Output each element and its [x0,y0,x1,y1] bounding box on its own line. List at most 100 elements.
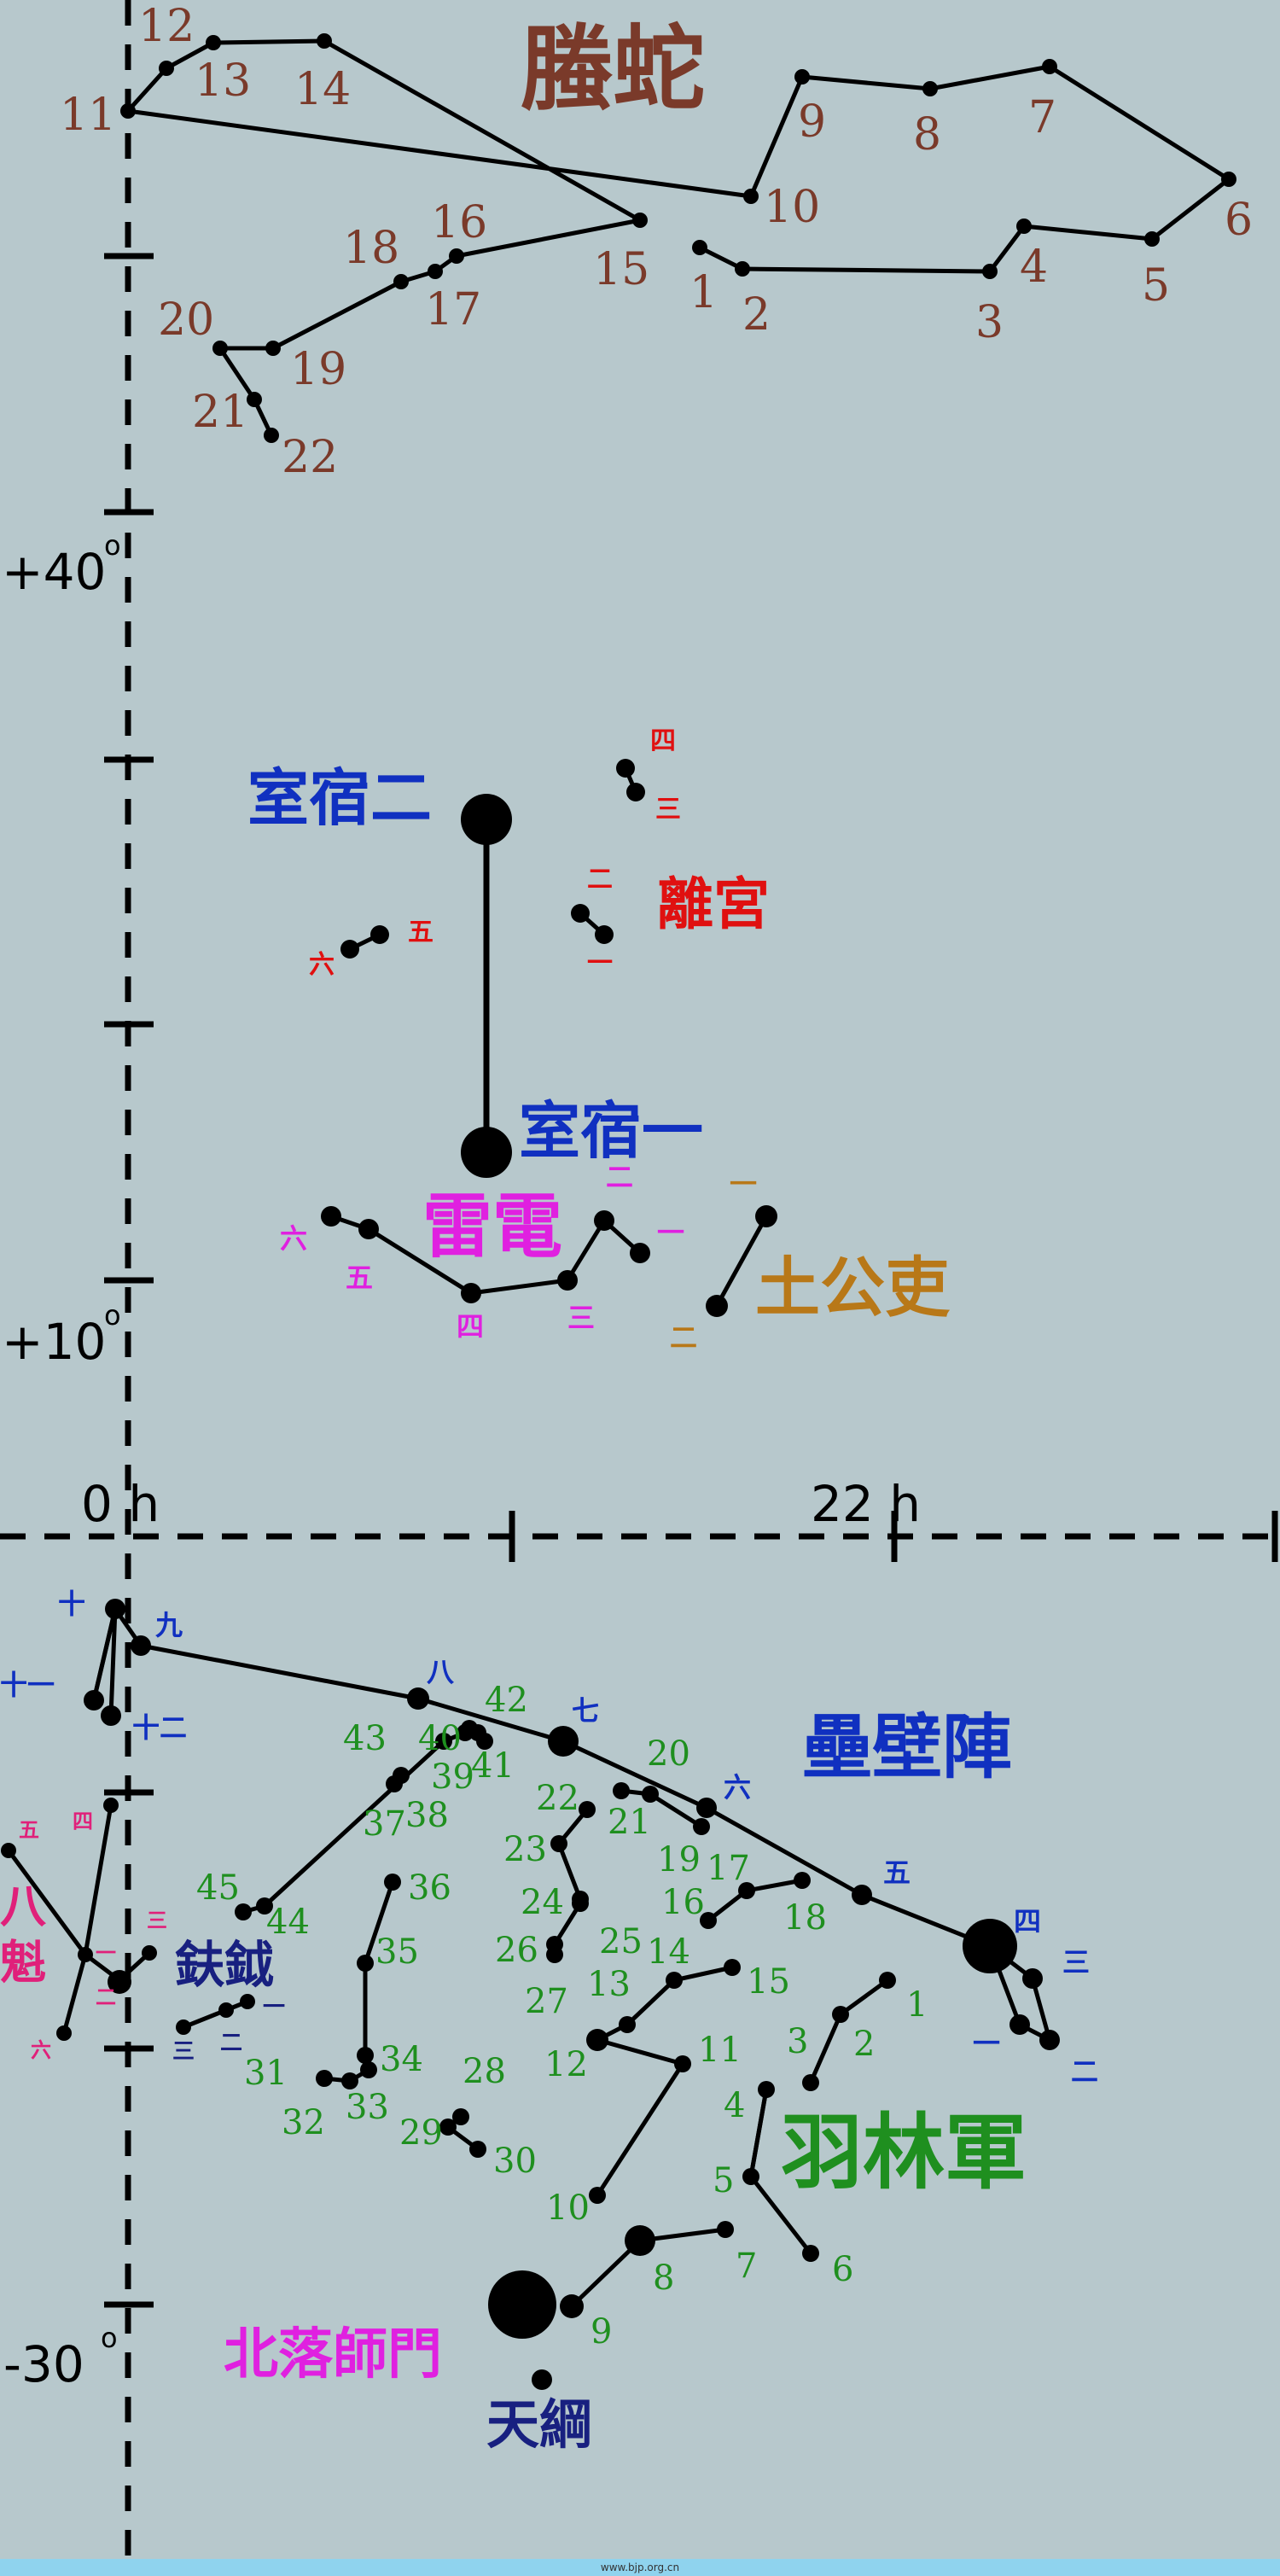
footer-text: www.bjp.org.cn [600,2561,680,2573]
dec-label: -30 [3,2335,84,2393]
yulinjun-number: 22 [536,1779,579,1818]
yulinjun-number: 7 [736,2247,757,2286]
yulinjun-number: 38 [405,1796,449,1835]
yulinjun-number: 32 [282,2103,325,2142]
tengshe-number: 13 [195,55,251,107]
bakui-name-2: 魁 [0,1935,46,1990]
tengshe-number: 15 [593,244,649,295]
leibizhen-spur2 [91,1608,118,1701]
leibizhen-star [131,1635,151,1656]
yulinjun-number: 42 [485,1681,528,1720]
tengshe-number: 2 [742,289,771,341]
yulinjun-star [724,1959,741,1976]
yulinjun-number: 31 [244,2054,288,2093]
yulinjun-name: 羽林軍 [781,2104,1027,2200]
fuyue-line [183,1999,248,2030]
yulinjun-star [613,1782,630,1799]
yulinjun-star [357,2047,374,2064]
degree-mark: o [101,2322,118,2354]
tengshe-asterism [125,38,1231,437]
degree-mark: o [104,529,121,562]
tengshe-name: 螣蛇 [521,15,705,123]
tengshe-star [317,33,332,49]
tengshe-star [982,264,998,279]
yulinjun-number: 24 [521,1883,564,1922]
yulinjun-number: 5 [713,2161,734,2200]
yulinjun-star [469,2141,486,2158]
tengshe-number: 22 [282,432,338,483]
bakui-star [103,1798,119,1813]
tengshe-star [212,341,228,356]
dec-label: +10 [2,1313,106,1371]
stars [1,33,1236,2390]
tengshe-number: 19 [290,344,346,395]
tugongli-star [706,1295,728,1317]
fuyue-star [218,2002,234,2018]
leibizhen-number: 三 [1062,1946,1090,1979]
tengshe-number: 20 [158,294,214,346]
beiluoshimen-star [488,2270,556,2339]
yulinjun-number: 29 [399,2113,443,2153]
leidian-star [461,1283,481,1303]
bakui-number: 三 [147,1908,167,1932]
fuyue-number: 一 [263,1995,285,2020]
tugongli-number: 一 [730,1168,757,1200]
leibizhen-name: 壘壁陣 [802,1706,1012,1788]
yulinjun-seg1 [808,1978,889,2084]
yulinjun-seg5 [595,2037,685,2197]
leibizhen-number: 十 [58,1588,85,1620]
ligong-star [595,925,614,944]
yulinjun-star [452,2108,469,2125]
tengshe-star [1042,59,1057,74]
yulinjun-number: 8 [653,2258,674,2298]
yulinjun-number: 34 [380,2040,423,2079]
yulinjun-number: 17 [707,1849,750,1888]
tengshe-star [120,103,136,119]
tengshe-number: 12 [138,1,195,52]
yulinjun-star [393,1767,410,1784]
fuyue-star [240,1994,255,2009]
tugongli-star [755,1205,777,1227]
fuyue-number: 二 [220,2031,242,2056]
leidian-number: 二 [606,1161,633,1193]
tengshe-number: 8 [913,109,941,160]
bakui-number: 四 [73,1809,93,1833]
leibizhen-star [1009,2014,1030,2035]
leibizhen-number: 四 [1014,1905,1041,1938]
yulinjun-number: 12 [544,2045,588,2084]
yulinjun-star [560,2294,584,2318]
yulinjun-star [879,1972,896,1989]
leibizhen-number: 八 [427,1656,455,1688]
leibizhen-star [105,1599,125,1619]
leidian-star [630,1243,650,1263]
shisu-er-star [461,794,512,845]
leibizhen-star [101,1705,121,1726]
bakui-star [108,1970,131,1994]
leidian-star [321,1206,341,1227]
leibizhen-star [407,1687,429,1710]
leibizhen-spur [108,1608,118,1716]
tengshe-number: 5 [1142,260,1170,312]
yulinjun-number: 30 [493,2142,537,2181]
tengshe-number: 4 [1020,242,1048,293]
ligong-star [616,759,635,778]
yulinjun-number: 1 [906,1985,928,2025]
yulinjun-number: 41 [471,1746,515,1786]
tengshe-star [449,248,464,264]
tengshe-star [393,274,409,289]
leidian-star [594,1210,614,1231]
yulinjun-star [674,2055,691,2072]
bakui-number: 二 [96,1984,116,2009]
yulinjun-number: 44 [266,1903,310,1942]
leibizhen-number: 一 [973,2027,1000,2060]
yulinjun-star [579,1801,596,1818]
yulinjun-number: 11 [698,2031,742,2070]
ligong-number: 一 [587,948,613,978]
tengshe-star [1016,219,1032,234]
tengshe-number: 18 [343,223,399,274]
yulinjun-number: 3 [787,2022,808,2061]
yulinjun-star [619,2016,636,2033]
leibizhen-star [1039,2030,1060,2050]
tiangang-name: 天綱 [486,2393,592,2456]
